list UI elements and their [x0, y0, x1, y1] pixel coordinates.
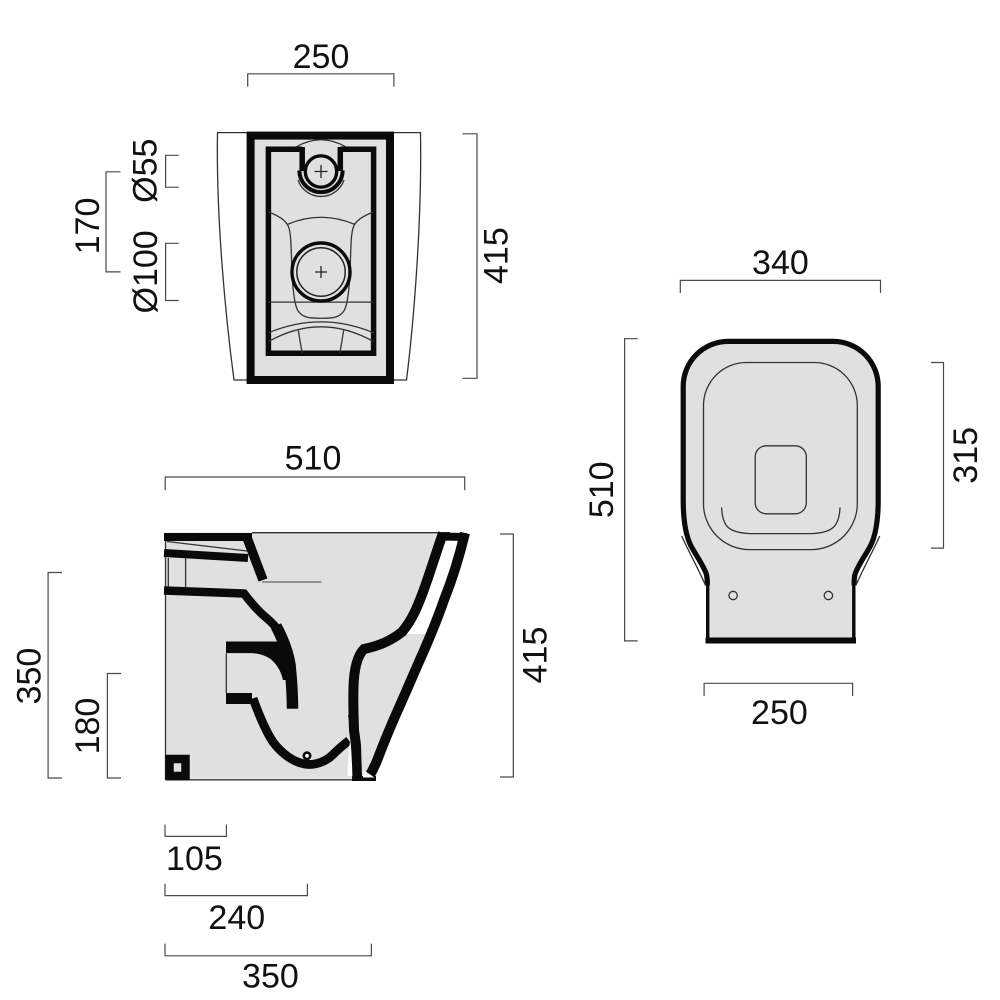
- svg-text:Ø55: Ø55: [127, 139, 165, 203]
- svg-text:105: 105: [166, 840, 223, 878]
- svg-text:250: 250: [293, 38, 350, 76]
- svg-text:250: 250: [751, 694, 808, 732]
- svg-text:Ø100: Ø100: [127, 230, 165, 313]
- svg-text:240: 240: [208, 899, 265, 937]
- svg-text:350: 350: [11, 648, 49, 705]
- svg-text:510: 510: [285, 440, 342, 478]
- svg-text:415: 415: [478, 227, 516, 284]
- svg-text:170: 170: [69, 198, 107, 255]
- svg-text:340: 340: [752, 244, 809, 282]
- svg-text:415: 415: [517, 627, 555, 684]
- svg-text:510: 510: [583, 461, 621, 518]
- svg-text:315: 315: [947, 427, 985, 484]
- svg-text:350: 350: [242, 958, 299, 996]
- svg-text:180: 180: [69, 698, 107, 755]
